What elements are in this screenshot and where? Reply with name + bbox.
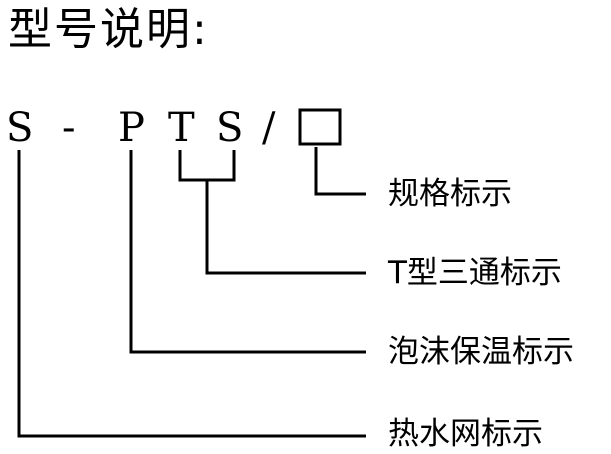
hot-water-connector xyxy=(17,150,366,438)
code-dash: - xyxy=(62,105,76,151)
spec-placeholder-box xyxy=(298,108,342,146)
code-letter-s-hot-water: S xyxy=(6,105,34,151)
code-letter-p-foam: P xyxy=(118,105,145,151)
code-letter-s-tee: S xyxy=(216,105,244,151)
label-spec: 规格标示 xyxy=(388,176,512,212)
code-slash: / xyxy=(262,105,276,151)
label-tee: T型三通标示 xyxy=(388,255,562,291)
tee-bracket xyxy=(178,150,236,182)
code-letter-t-tee: T xyxy=(168,105,195,151)
label-hot-water: 热水网标示 xyxy=(388,416,543,452)
label-foam: 泡沫保温标示 xyxy=(388,334,574,370)
diagram-title: 型号说明: xyxy=(8,4,209,55)
spec-connector xyxy=(314,147,366,196)
tee-connector xyxy=(205,180,366,275)
foam-connector xyxy=(129,150,366,354)
